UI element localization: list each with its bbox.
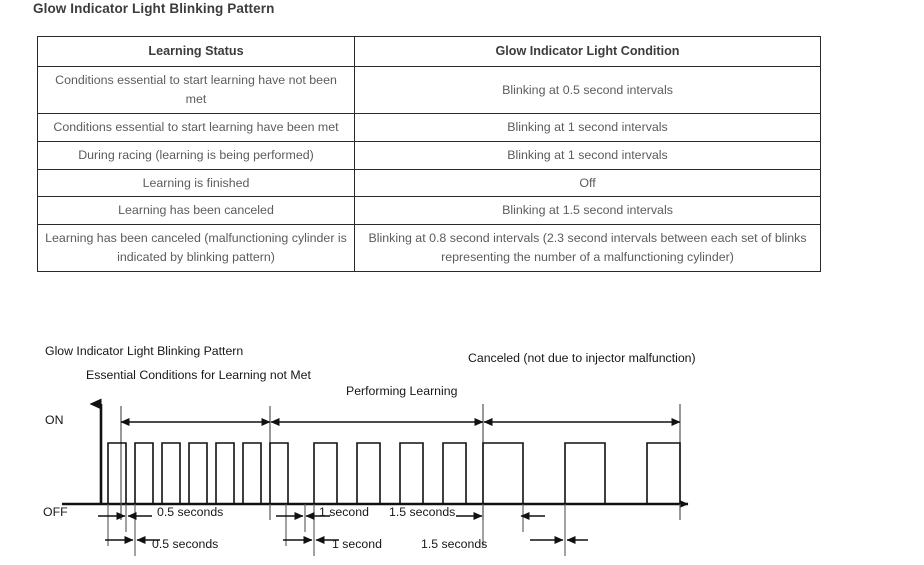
cell-glow-condition: Off [354,168,821,198]
column-header-learning-status: Learning Status [37,35,355,68]
diagram-title: Glow Indicator Light Blinking Pattern [45,344,244,358]
table-row: During racing (learning is being perform… [37,140,821,170]
table-header-row: Learning Status Glow Indicator Light Con… [37,35,821,68]
cell-learning-status: Learning has been canceled [37,196,355,226]
dimension-label-period-1-5s: 1.5 seconds [421,537,488,551]
cell-glow-condition: Blinking at 0.8 second intervals (2.3 se… [354,224,821,272]
table-row: Learning has been canceled Blinking at 1… [37,196,821,226]
dimension-label-period-0-5s: 0.5 seconds [152,537,219,551]
cell-glow-condition: Blinking at 1 second intervals [354,112,821,142]
page-title: Glow Indicator Light Blinking Pattern [33,1,275,16]
cell-learning-status: During racing (learning is being perform… [37,140,355,170]
timing-diagram: Glow Indicator Light Blinking Pattern Es… [0,330,924,565]
axis-label-on: ON [45,413,64,427]
column-header-glow-condition: Glow Indicator Light Condition [354,35,821,68]
cell-learning-status: Conditions essential to start learning h… [37,66,355,114]
table-row: Learning is finished Off [37,168,821,198]
blinking-pattern-table-wrapper: Learning Status Glow Indicator Light Con… [37,35,821,272]
cell-glow-condition: Blinking at 1.5 second intervals [354,196,821,226]
cell-learning-status: Learning has been canceled (malfunctioni… [37,224,355,272]
dimension-label-on-0-5s: 0.5 seconds [157,505,224,519]
cell-glow-condition: Blinking at 1 second intervals [354,140,821,170]
dimension-label-period-1s: 1 second [332,537,382,551]
table-row: Learning has been canceled (malfunctioni… [37,224,821,272]
phase-label-essential-conditions: Essential Conditions for Learning not Me… [86,368,311,382]
dimension-label-on-1s: 1 second [319,505,369,519]
axis-label-off: OFF [43,505,68,519]
table-row: Conditions essential to start learning h… [37,66,821,114]
phase-label-performing-learning: Performing Learning [346,384,458,398]
table-row: Conditions essential to start learning h… [37,112,821,142]
blinking-pattern-table: Learning Status Glow Indicator Light Con… [37,35,821,272]
cell-learning-status: Learning is finished [37,168,355,198]
dimension-label-on-1-5s: 1.5 seconds [389,505,456,519]
cell-glow-condition: Blinking at 0.5 second intervals [354,66,821,114]
cell-learning-status: Conditions essential to start learning h… [37,112,355,142]
phase-label-canceled: Canceled (not due to injector malfunctio… [468,351,696,365]
